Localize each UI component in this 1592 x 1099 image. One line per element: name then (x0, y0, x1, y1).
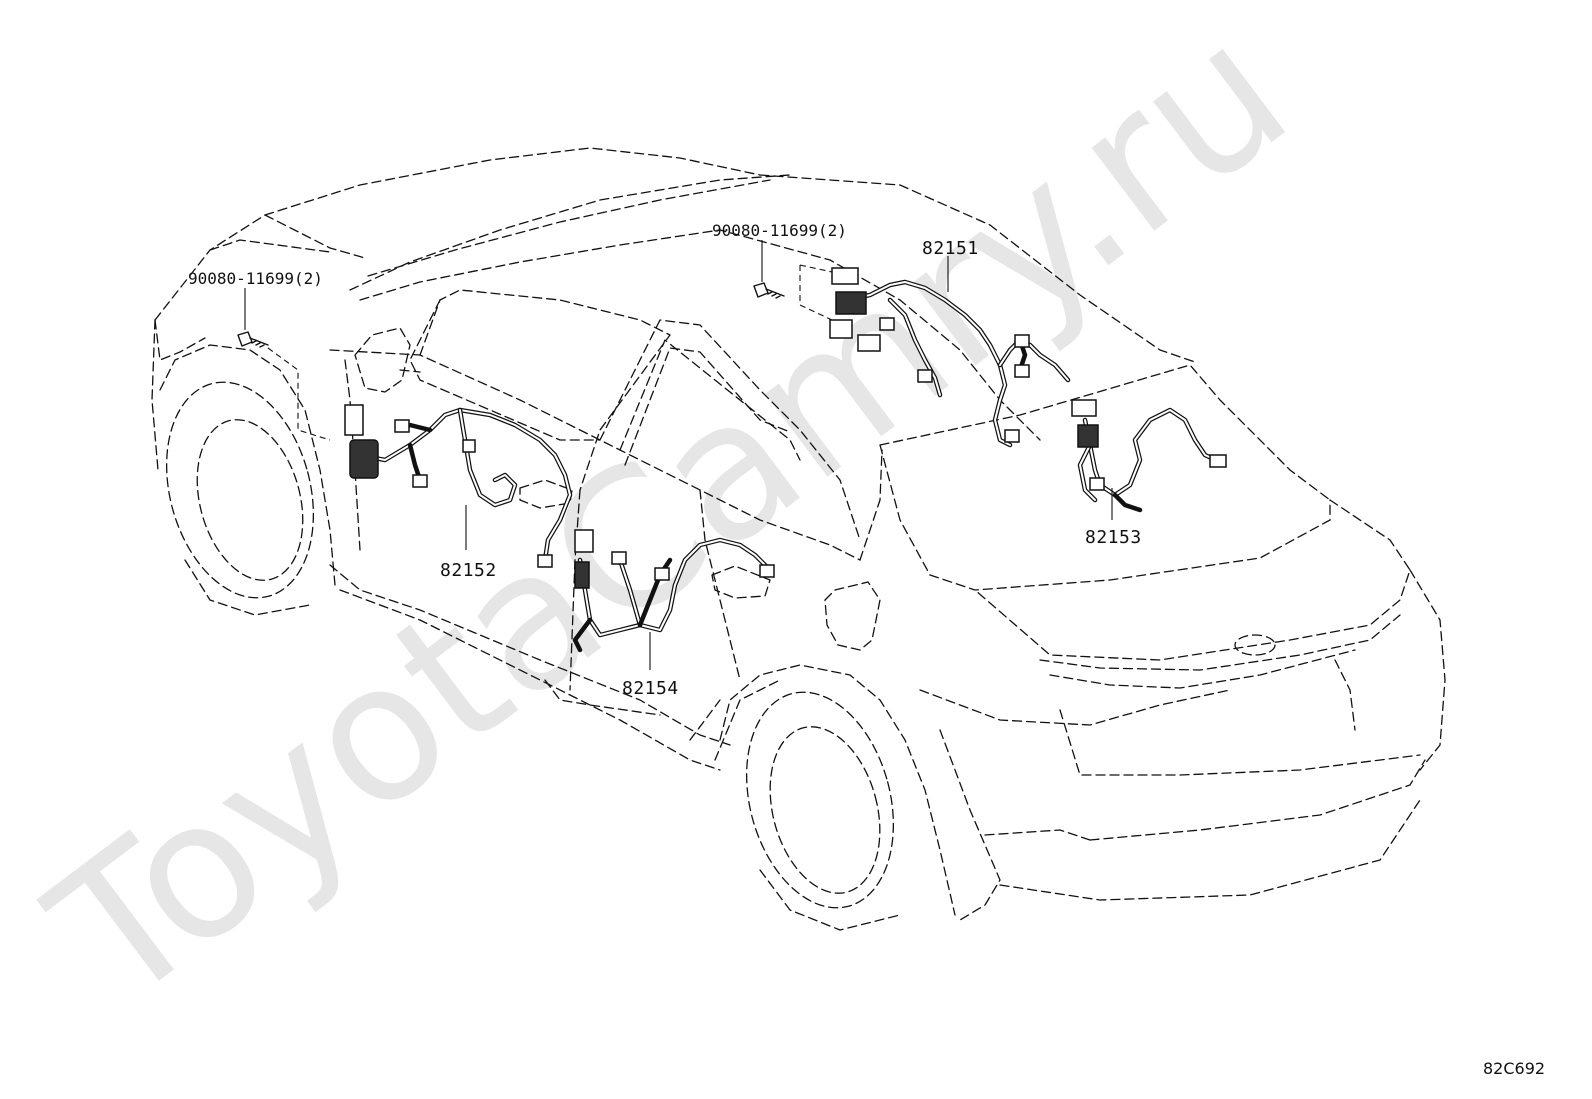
figure-code: 82C692 (1483, 1059, 1545, 1078)
leader-lines (244, 240, 1113, 670)
callout-82153: 82153 (1085, 527, 1142, 548)
callout-82154: 82154 (622, 678, 679, 699)
harness-82152 (344, 404, 573, 568)
harness-82153 (1071, 399, 1227, 513)
harness-82151 (829, 267, 1071, 448)
callout-bolt-rear: 90080-11699(2) (712, 221, 847, 240)
bolt-front-icon (237, 331, 269, 348)
car-body-outline (151, 147, 1446, 931)
callout-82151: 82151 (922, 238, 979, 259)
callout-bolt-front: 90080-11699(2) (188, 269, 323, 288)
harness-82154 (572, 529, 775, 653)
bolt-rear-icon (753, 282, 785, 299)
callout-82152: 82152 (440, 560, 497, 581)
